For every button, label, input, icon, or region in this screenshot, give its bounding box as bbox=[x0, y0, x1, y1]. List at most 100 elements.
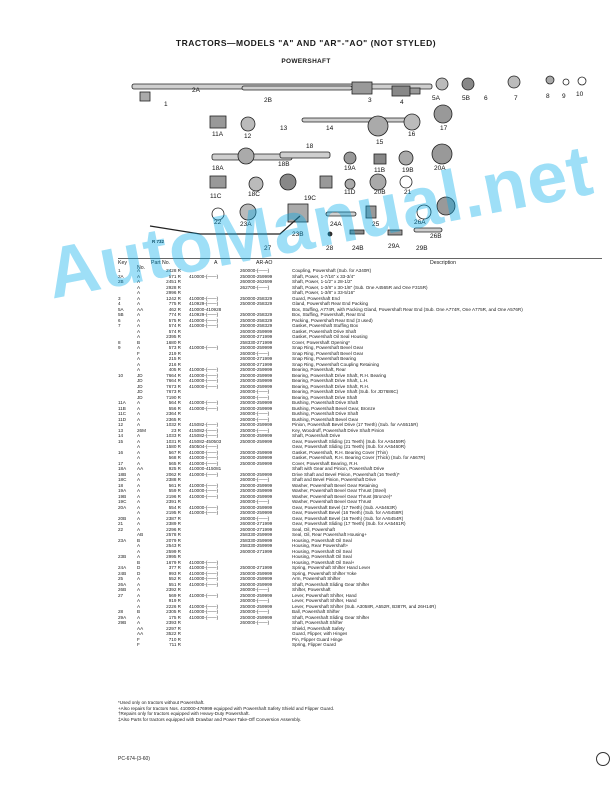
cell-pn: 7673 R bbox=[166, 389, 181, 394]
cell-pn: 1580 R bbox=[166, 444, 181, 449]
cell-ar: 260000-262699 bbox=[240, 279, 273, 284]
cell-ar: 258330-259999 bbox=[240, 543, 273, 548]
cell-ar: 260000-(——) bbox=[240, 411, 270, 416]
callout: 1 bbox=[164, 101, 168, 108]
cell-pn: 2079 R bbox=[166, 537, 181, 543]
cell-q: A bbox=[137, 273, 141, 279]
cell-desc: Gear, Powershaft Bevel (16 Teeth) (Sub. … bbox=[292, 515, 404, 521]
cell-key: 11D bbox=[118, 416, 127, 422]
cell-q: A bbox=[137, 433, 141, 438]
callout: 11D bbox=[344, 189, 356, 196]
cell-a: 410000-(——) bbox=[189, 273, 219, 279]
cell-desc: Bearing, Powershaft Drive Shaft (Sub. fo… bbox=[292, 389, 399, 394]
callout: 16 bbox=[408, 131, 416, 138]
cell-ar: 250000-259999 bbox=[240, 510, 273, 515]
cell-q: D bbox=[137, 565, 141, 570]
cell-key: 11A bbox=[118, 400, 126, 405]
cell-a: 410000-(——) bbox=[189, 493, 219, 499]
cell-q: B bbox=[137, 609, 141, 614]
cell-ar: 250000-(——) bbox=[240, 427, 270, 433]
cell-a: 410000-(——) bbox=[189, 603, 219, 609]
cell-ar: 250000-259999 bbox=[240, 383, 273, 389]
cell-q: JD bbox=[137, 389, 143, 394]
cell-ar: 260000-271999 bbox=[240, 548, 273, 554]
cell-ar: 250000-(——) bbox=[240, 609, 270, 614]
cell-desc: Spring, Powershaft Shifter Yoke bbox=[292, 570, 357, 576]
cell-ar: 260000-271999 bbox=[240, 526, 273, 532]
cell-key: 5A bbox=[118, 306, 124, 312]
cell-pn: 561 R bbox=[168, 482, 181, 488]
cell-pn: 1031 R bbox=[166, 438, 181, 444]
cell-a: 410929-(——) bbox=[189, 301, 219, 306]
cell-ar: 260000-271999 bbox=[240, 334, 273, 339]
cell-pn: 23 R bbox=[171, 427, 181, 433]
cell-a: 410000-(——) bbox=[189, 570, 219, 576]
cell-q: A bbox=[137, 471, 141, 477]
cell-pn: 2389 R bbox=[166, 521, 181, 526]
cell-key: 9 bbox=[118, 345, 121, 350]
callout: 17 bbox=[440, 125, 448, 132]
cell-desc: Shaft, Power, 1-3/8" x 30-1/8" (Sub. One… bbox=[292, 284, 428, 290]
cell-key: 24A bbox=[118, 565, 127, 570]
cell-a: 410000-(——) bbox=[189, 367, 219, 372]
footnote: ‡Also Parts for tractors equipped with D… bbox=[118, 716, 302, 722]
cell-q: A bbox=[137, 521, 141, 526]
cell-q: A bbox=[137, 438, 141, 444]
cell-desc: Gasket, Powershaft, R.H. Bearing Cover (… bbox=[292, 455, 426, 460]
cell-q: A bbox=[137, 268, 141, 273]
cell-a: 410000-(——) bbox=[189, 565, 219, 570]
cell-pn: 574 R bbox=[168, 328, 181, 334]
callout: 3 bbox=[368, 97, 372, 104]
cell-desc: Bearing, Powershaft Drive Shaft, L.H. bbox=[292, 378, 369, 383]
cell-pn: 2428 R bbox=[166, 268, 181, 273]
cell-q: A bbox=[137, 405, 141, 411]
cell-q: JD bbox=[137, 394, 143, 400]
cell-a: 410929-(——) bbox=[189, 312, 219, 317]
cell-ar: 260000-259999 bbox=[240, 328, 273, 334]
cell-key: 15 bbox=[118, 438, 124, 444]
cell-key: 23B bbox=[118, 554, 127, 559]
cell-key: 20A bbox=[118, 504, 127, 510]
callout: 8 bbox=[546, 93, 550, 100]
cell-pn: 571 R bbox=[168, 273, 181, 279]
cell-ar: 250000-259999 bbox=[240, 455, 273, 460]
cell-ar: 250000-258329 bbox=[240, 295, 273, 301]
cell-q: A bbox=[137, 334, 141, 339]
header-rule bbox=[118, 258, 602, 259]
cell-pn: 2928 R bbox=[166, 284, 181, 290]
callout: 5B bbox=[462, 95, 470, 102]
cell-ar: 250000-259999 bbox=[240, 576, 273, 581]
cell-q: A bbox=[137, 620, 141, 625]
cell-q: A bbox=[137, 444, 141, 449]
callout: 24B bbox=[352, 245, 364, 252]
cell-desc: Gasket, Powershaft Stuffing Box bbox=[292, 323, 359, 328]
cell-pn: 993 R bbox=[168, 570, 181, 576]
cell-a: 410000-(——) bbox=[189, 378, 219, 383]
cell-desc: Gear, Powershaft Bevel (17 Teeth) (Sub. … bbox=[292, 504, 397, 510]
col-key: Key bbox=[118, 260, 127, 266]
cell-a: 410000-(——) bbox=[189, 581, 219, 587]
cell-ar: 250000-259999 bbox=[240, 449, 273, 455]
callout: 19B bbox=[402, 167, 414, 174]
cell-q: A bbox=[137, 576, 141, 581]
cell-pn: 377 R bbox=[168, 565, 181, 570]
callout: 29A bbox=[388, 243, 400, 250]
